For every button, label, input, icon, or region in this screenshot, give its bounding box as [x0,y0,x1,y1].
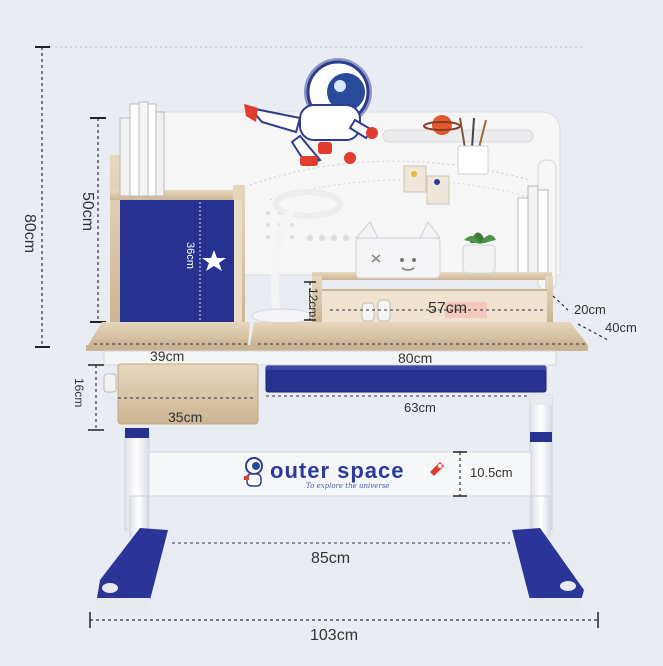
mini-astronaut-icon [244,457,263,487]
left-foot [96,528,168,610]
board-width-label: 36cm [184,242,196,269]
shelf-width-label: 57cm [428,300,468,317]
side-depth-label: 40cm [605,320,637,335]
main-top-width-label: 80cm [398,350,433,366]
small-bottle [361,302,375,322]
rocket-icon [430,462,444,476]
brand-tagline: To explore the universe [306,482,390,490]
book-stack [119,101,165,197]
side-drawer[interactable] [117,363,259,425]
right-foot [512,528,584,610]
pen-holder [457,117,489,175]
note-card [426,175,450,205]
right-book-stack [517,185,549,277]
star-icon [202,250,226,271]
crossbeam [148,451,532,497]
astronaut-decal [244,58,378,166]
beam-height-label: 10.5cm [470,465,513,480]
hutch-height-label: 50cm [79,192,96,232]
main-desktop [250,322,588,345]
left-desktop [88,322,250,345]
note-card [403,165,427,193]
left-bookshelf [110,155,120,325]
drawer-width-label: 35cm [168,409,203,425]
leg-span-label: 85cm [311,550,351,567]
brand-logo-text: outer space [270,458,405,483]
hutch-depth-label: 20cm [574,302,606,317]
potted-plant [462,232,496,274]
shelf-height-label: 12cm [306,288,320,318]
main-drawer-width-label: 63cm [404,400,436,415]
eraser-pad [445,302,487,318]
drawer-height-label: 16cm [72,378,86,408]
planet-decal [423,115,461,135]
total-height-label: 80cm [21,214,38,254]
desk-lamp [251,189,343,324]
cat-box [354,221,441,279]
total-width-label: 103cm [310,627,359,644]
left-top-width-label: 39cm [150,348,185,364]
